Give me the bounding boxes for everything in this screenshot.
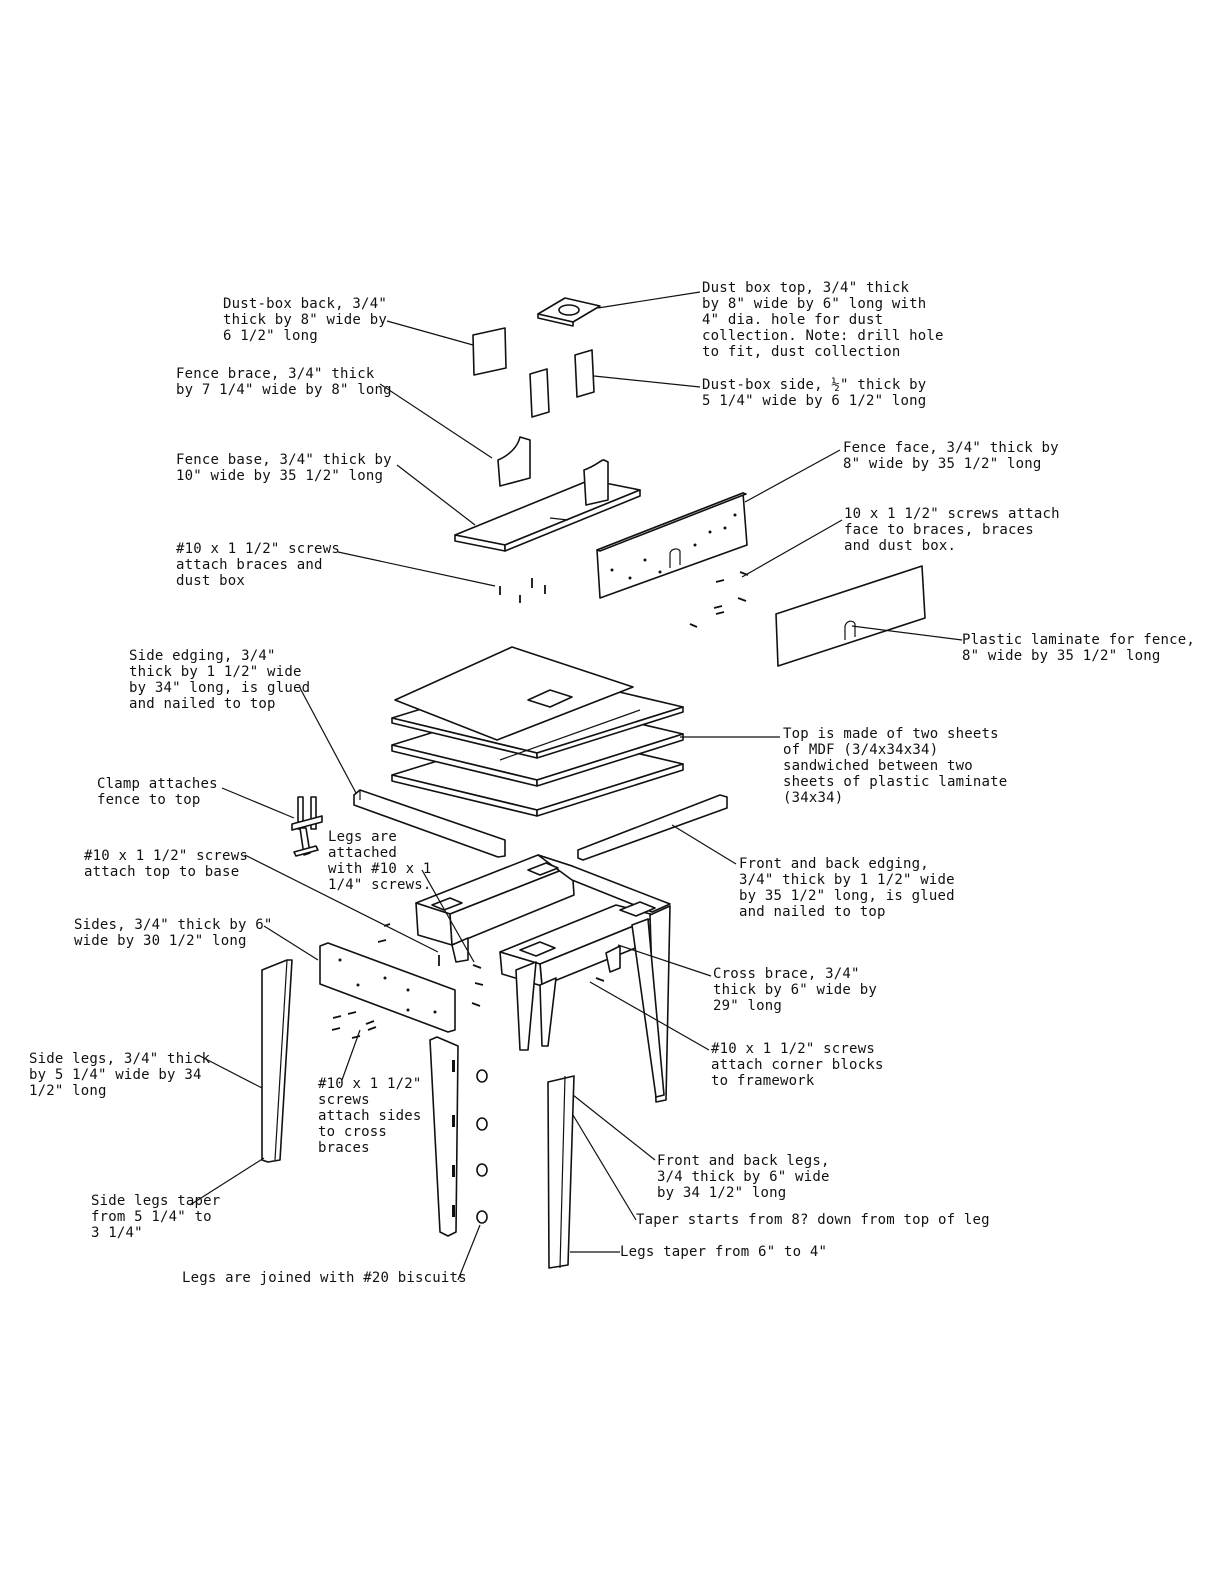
label-dust-box-back: Dust-box back, 3/4" thick by 8" wide by … <box>223 296 387 344</box>
label-legs-attached: Legs are attached with #10 x 1 1/4" scre… <box>328 829 432 893</box>
top-insert-cutout <box>527 689 573 708</box>
label-screws-face: 10 x 1 1/2" screws attach face to braces… <box>844 506 1060 554</box>
label-screws-braces: #10 x 1 1/2" screws attach braces and du… <box>176 541 340 589</box>
label-cross-brace: Cross brace, 3/4" thick by 6" wide by 29… <box>713 966 877 1014</box>
label-side-legs: Side legs, 3/4" thick by 5 1/4" wide by … <box>29 1051 211 1099</box>
sides-holes <box>338 958 437 1014</box>
dust-box-top-edge <box>537 313 574 327</box>
top-sheet-2-front <box>536 706 684 759</box>
fence-base-front <box>504 489 641 552</box>
front-back-edging <box>577 794 728 861</box>
label-front-back-legs: Front and back legs, 3/4 thick by 6" wid… <box>657 1153 830 1201</box>
screws-sides <box>331 1011 377 1039</box>
fence-face-top <box>596 492 747 552</box>
label-plastic-laminate: Plastic laminate for fence, 8" wide by 3… <box>962 632 1195 664</box>
screws-legs <box>377 923 605 1007</box>
label-screws-top: #10 x 1 1/2" screws attach top to base <box>84 848 248 880</box>
fence-laminate-notch <box>844 620 856 640</box>
fence-face-holes <box>610 513 737 580</box>
biscuit-slots <box>452 1060 455 1217</box>
label-screws-sides: #10 x 1 1/2" screws attach sides to cros… <box>318 1076 422 1156</box>
label-legs-taper: Legs taper from 6" to 4" <box>620 1244 828 1260</box>
dust-hole <box>558 304 580 316</box>
top-sheet-4-front <box>536 763 684 817</box>
label-taper-start: Taper starts from 8? down from top of le… <box>636 1212 990 1228</box>
label-fence-base: Fence base, 3/4" thick by 10" wide by 35… <box>176 452 392 484</box>
label-dust-box-side: Dust-box side, ½" thick by 5 1/4" wide b… <box>702 377 927 409</box>
dust-box-back <box>472 327 507 376</box>
fence-face-notch <box>669 548 681 568</box>
clamp <box>291 796 323 857</box>
label-side-legs-taper: Side legs taper from 5 1/4" to 3 1/4" <box>91 1193 221 1241</box>
screws-fence-base <box>499 578 546 603</box>
dust-box-side-left <box>529 368 550 418</box>
label-fence-brace: Fence brace, 3/4" thick by 7 1/4" wide b… <box>176 366 392 398</box>
label-top: Top is made of two sheets of MDF (3/4x34… <box>783 726 1008 806</box>
label-clamp: Clamp attaches fence to top <box>97 776 218 808</box>
fence-brace-right <box>583 459 609 506</box>
fence-face <box>596 492 748 599</box>
dust-box-side-right <box>574 349 595 398</box>
label-side-edging: Side edging, 3/4" thick by 1 1/2" wide b… <box>129 648 311 712</box>
biscuits <box>476 1069 488 1224</box>
fence-brace-left <box>497 436 531 487</box>
label-sides: Sides, 3/4" thick by 6" wide by 30 1/2" … <box>74 917 273 949</box>
screws-fence-face <box>689 571 749 628</box>
base-framework <box>415 854 671 1103</box>
leader-lines <box>189 291 963 1281</box>
label-biscuits: Legs are joined with #20 biscuits <box>182 1270 467 1286</box>
label-front-back-edging: Front and back edging, 3/4" thick by 1 1… <box>739 856 955 920</box>
center-leg <box>429 1036 459 1237</box>
sides-board <box>319 942 456 1033</box>
fence-base <box>454 479 641 546</box>
top-sheet-3-front <box>536 733 684 787</box>
label-fence-face: Fence face, 3/4" thick by 8" wide by 35 … <box>843 440 1059 472</box>
label-screws-corner: #10 x 1 1/2" screws attach corner blocks… <box>711 1041 884 1089</box>
fence-laminate <box>775 565 926 667</box>
label-dust-box-top: Dust box top, 3/4" thick by 8" wide by 6… <box>702 280 944 360</box>
